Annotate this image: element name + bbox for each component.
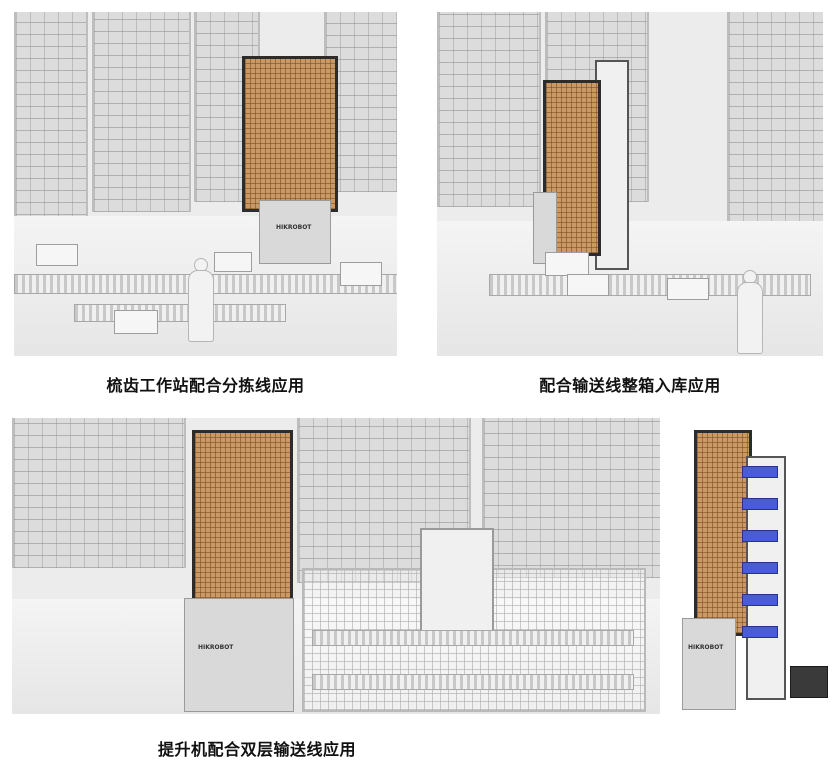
image-conveyor-full-case-inbound (437, 12, 823, 356)
sorting-conveyor (74, 304, 286, 322)
storage-rack (12, 418, 186, 568)
image-lift-double-layer-conveyor: HIKROBOT (12, 418, 660, 714)
lift-slot (742, 626, 778, 638)
tote-bin (545, 252, 589, 276)
tote-bin (214, 252, 252, 272)
tote-bin (114, 310, 158, 334)
storage-rack (727, 12, 823, 227)
lift-slot (742, 466, 778, 478)
brand-label: HIKROBOT (688, 644, 724, 651)
tote-bin (340, 262, 382, 286)
tote-bin (667, 278, 709, 300)
tote-bin (36, 244, 78, 266)
lower-conveyor (312, 674, 634, 690)
lift-frame (242, 56, 338, 212)
operator-figure (188, 270, 214, 342)
storage-rack (482, 418, 660, 578)
storage-rack (92, 12, 191, 212)
operator-figure (737, 282, 763, 354)
motor-unit (790, 666, 828, 698)
storage-rack (437, 12, 541, 207)
brand-label: HIKROBOT (276, 224, 312, 231)
lift-slot (742, 594, 778, 606)
lift-slot (742, 562, 778, 574)
lift-base (682, 618, 736, 710)
lift-slot (742, 530, 778, 542)
tote-bin (567, 274, 609, 296)
transfer-tower (420, 528, 494, 637)
lift-slot (742, 498, 778, 510)
lift-mast (746, 456, 786, 700)
lift-base (184, 598, 294, 712)
storage-rack (14, 12, 88, 227)
caption-conveyor-inbound: 配合输送线整箱入库应用 (539, 376, 721, 395)
upper-conveyor (312, 630, 634, 646)
brand-label: HIKROBOT (198, 644, 234, 651)
image-comb-workstation-sorting-line: HIKROBOT (14, 12, 397, 356)
caption-comb-workstation: 梳齿工作站配合分拣线应用 (106, 376, 305, 395)
caption-lift-double-layer: 提升机配合双层输送线应用 (157, 740, 356, 759)
lift-base (259, 200, 331, 264)
lift-frame (192, 430, 293, 606)
image-standalone-lift: HIKROBOT (672, 418, 832, 714)
